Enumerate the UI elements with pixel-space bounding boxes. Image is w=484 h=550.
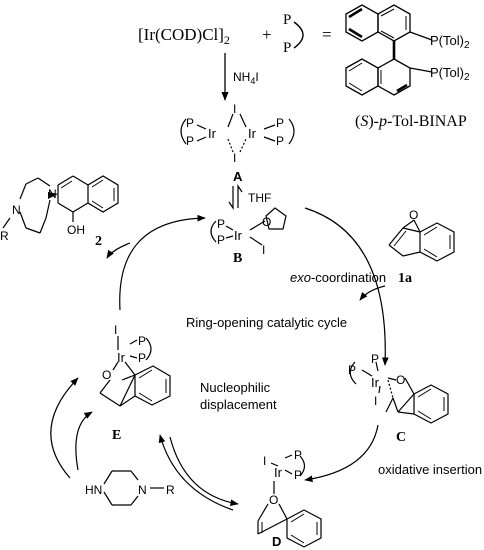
svg-text:P: P (186, 134, 194, 148)
substrate-1a (388, 219, 455, 262)
svg-text:O: O (262, 215, 271, 229)
svg-text:P: P (276, 116, 284, 130)
cycle-arrows (50, 207, 389, 511)
nucleophilic-label-1: Nucleophilic (200, 380, 271, 395)
exo-coordination-label: exo-coordination (290, 270, 386, 285)
precursor-row: [Ir(COD)Cl]2 + P P = (138, 12, 332, 56)
svg-text:P: P (186, 116, 194, 130)
cycle-title: Ring-opening catalytic cycle (186, 315, 347, 330)
svg-text:I: I (233, 102, 236, 116)
svg-text:P: P (294, 448, 302, 462)
svg-text:P: P (217, 217, 225, 231)
svg-text:O: O (269, 493, 278, 507)
substrate-1a-label: 1a (398, 271, 412, 286)
product-2-label: 2 (95, 234, 102, 249)
svg-text:P: P (138, 334, 146, 348)
thf-label: THF (248, 191, 271, 205)
plus-sign: + (262, 25, 272, 44)
svg-text:I: I (233, 151, 236, 165)
product-wedge-bond (48, 192, 58, 199)
svg-text:I: I (262, 243, 265, 257)
svg-text:I: I (114, 323, 117, 337)
nh4i-label: NH4I (233, 70, 259, 86)
product-n1: N (48, 187, 57, 201)
svg-text:P: P (294, 468, 302, 482)
svg-text:I: I (374, 394, 377, 408)
complex-d-label: D (272, 534, 281, 549)
product-oh: OH (67, 223, 85, 237)
dimer-a-label: A (233, 169, 243, 184)
binap-p-top-label: P(Tol)2 (430, 33, 470, 51)
svg-text:Ir: Ir (274, 465, 283, 480)
svg-text:P: P (283, 40, 291, 56)
svg-text:Ir: Ir (234, 228, 243, 243)
ir-precursor-text: [Ir(COD)Cl]2 (138, 25, 230, 47)
svg-text:N: N (138, 483, 147, 497)
product-r: R (0, 229, 9, 243)
complex-b: P P Ir O I B (210, 207, 287, 266)
svg-text:P: P (371, 352, 379, 366)
complex-b-label: B (233, 251, 242, 266)
binap-structure (345, 4, 433, 96)
amine-nucleophile: HN N R (85, 470, 175, 506)
product-n2: N (12, 203, 21, 217)
nucleophilic-label-2: displacement (200, 397, 277, 412)
oxidative-insertion-label: oxidative insertion (378, 462, 482, 477)
svg-text:Ir: Ir (208, 126, 217, 141)
product-2 (2, 175, 119, 234)
complex-c: P P Ir O I C (348, 352, 449, 445)
svg-text:P: P (276, 134, 284, 148)
svg-text:Ir: Ir (248, 126, 257, 141)
diphosphine-ligand-glyph: P P (283, 12, 304, 56)
svg-text:P: P (217, 233, 225, 247)
svg-text:P: P (138, 351, 146, 365)
dimer-a: P P Ir I I Ir P P A (180, 102, 295, 184)
svg-text:R: R (166, 483, 175, 497)
substrate-o: O (409, 208, 418, 222)
complex-e: I Ir P P O E (99, 323, 171, 443)
svg-text:HN: HN (85, 483, 102, 497)
svg-text:Ir: Ir (371, 375, 380, 390)
complex-c-label: C (396, 430, 406, 445)
svg-text:P: P (348, 363, 356, 377)
complex-e-label: E (112, 428, 121, 443)
complex-d: I Ir P P O D (257, 448, 322, 549)
thf-equilibrium-arrows (228, 184, 243, 210)
svg-text:I: I (263, 454, 266, 468)
binap-p-bottom-label: P(Tol)2 (430, 65, 470, 83)
svg-text:P: P (283, 12, 291, 28)
svg-text:O: O (102, 368, 111, 382)
equals-sign: = (322, 25, 332, 44)
binap-name: (S)-p-Tol-BINAP (355, 113, 467, 130)
svg-text:O: O (396, 373, 405, 387)
svg-text:Ir: Ir (117, 350, 126, 365)
